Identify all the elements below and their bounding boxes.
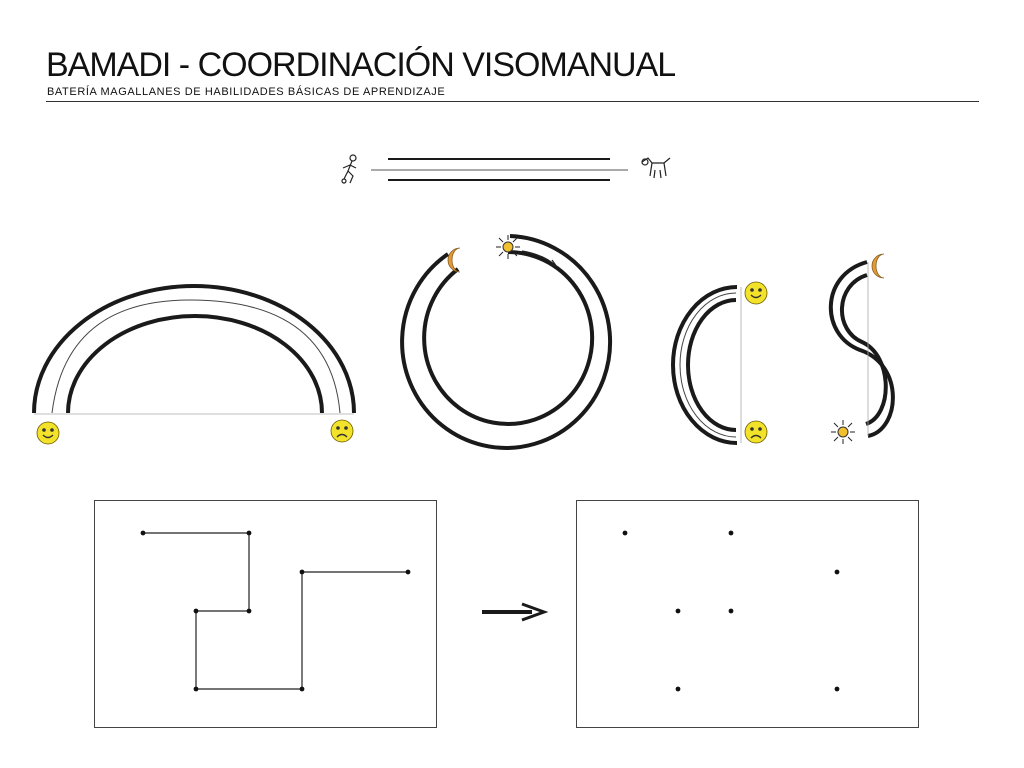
copy-dot[interactable] — [675, 686, 681, 692]
copy-dot[interactable] — [728, 530, 734, 536]
copy-dot[interactable] — [728, 608, 734, 614]
running-person-icon — [341, 154, 357, 184]
right-arrow-icon — [482, 602, 549, 622]
header-divider — [46, 101, 979, 102]
crescent-moon-icon — [447, 247, 461, 273]
model-path — [143, 532, 408, 690]
circle-exercise — [400, 234, 613, 450]
model-dot — [405, 569, 411, 575]
sun-icon — [495, 234, 521, 260]
model-dot — [140, 530, 146, 536]
copy-dots — [622, 530, 946, 692]
copy-dot[interactable] — [834, 686, 840, 692]
model-dot — [246, 530, 252, 536]
crescent-moon-icon — [871, 253, 885, 279]
start-happy-face-icon — [36, 421, 60, 445]
page-title: BAMADI - COORDINACIÓN VISOMANUAL — [46, 46, 676, 84]
sun-icon — [830, 419, 856, 445]
page-subtitle: BATERÍA MAGALLANES DE HABILIDADES BÁSICA… — [47, 86, 446, 98]
dog-icon — [641, 157, 671, 179]
model-dot — [193, 686, 199, 692]
copy-dot[interactable] — [834, 569, 840, 575]
model-dot — [193, 608, 199, 614]
end-sad-face-icon — [330, 419, 354, 443]
s-shape-exercise — [828, 253, 895, 445]
end-sad-face-icon — [744, 420, 768, 444]
copy-dot[interactable] — [622, 530, 628, 536]
copy-pattern-panel — [576, 500, 946, 728]
arch-exercise — [32, 284, 356, 445]
page-header: BAMADI - COORDINACIÓN VISOMANUAL BATERÍA… — [46, 46, 979, 98]
straight-line-exercise — [341, 154, 671, 184]
model-dot — [246, 608, 252, 614]
model-dot — [299, 686, 305, 692]
start-happy-face-icon — [744, 281, 768, 305]
copy-dot[interactable] — [675, 608, 681, 614]
c-shape-exercise — [671, 281, 768, 445]
model-pattern — [140, 530, 411, 692]
model-dot — [299, 569, 305, 575]
model-pattern-panel — [94, 500, 437, 728]
